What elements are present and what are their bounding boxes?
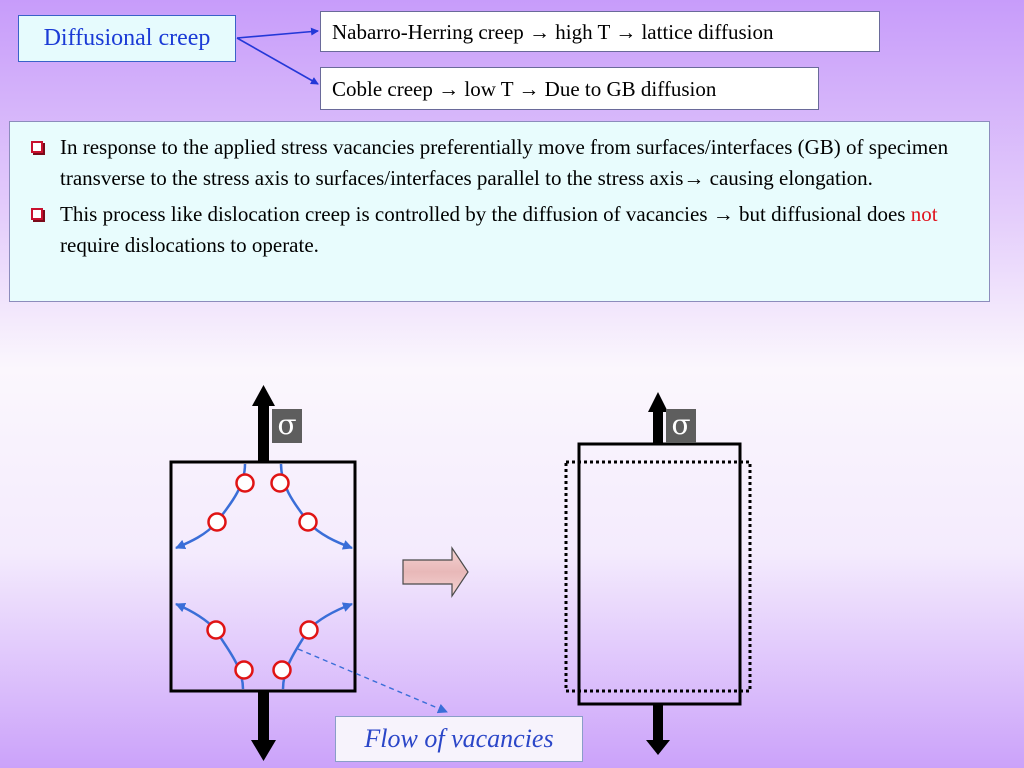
flow-of-vacancies-label: Flow of vacancies xyxy=(335,716,583,762)
sigma-label-right: σ xyxy=(666,409,696,443)
vacancy-markers xyxy=(206,473,319,680)
sigma-label-left: σ xyxy=(272,409,302,443)
bullet-item-1: In response to the applied stress vacanc… xyxy=(31,132,975,194)
checkbox-bullet-icon xyxy=(31,141,43,153)
flow-label-pointer xyxy=(297,648,448,714)
diffusional-creep-title: Diffusional creep xyxy=(18,15,236,62)
bullet-text-1: In response to the applied stress vacanc… xyxy=(60,135,949,190)
right-specimen xyxy=(564,392,752,755)
bullet-item-2: This process like dislocation creep is c… xyxy=(31,199,975,261)
bullet-text-2-highlight: not xyxy=(910,202,938,226)
left-specimen-box xyxy=(169,460,357,693)
bullet-list: In response to the applied stress vacanc… xyxy=(9,121,990,302)
original-outline-dotted xyxy=(564,460,752,693)
bullet-text-2-post: require dislocations to operate. xyxy=(60,233,319,257)
checkbox-bullet-icon xyxy=(31,208,43,220)
nabarro-herring-box: Nabarro-Herring creep → high T → lattice… xyxy=(320,11,880,52)
vacancy-flow-lines xyxy=(175,463,353,690)
left-specimen xyxy=(169,385,448,761)
transition-arrow-icon xyxy=(402,546,469,598)
connector-arrow-nabarro xyxy=(236,27,319,39)
bullet-text-2-pre: This process like dislocation creep is c… xyxy=(60,202,911,226)
connector-arrow-coble xyxy=(236,37,319,85)
elongated-specimen-box xyxy=(577,442,742,706)
coble-box: Coble creep → low T → Due to GB diffusio… xyxy=(320,67,819,110)
